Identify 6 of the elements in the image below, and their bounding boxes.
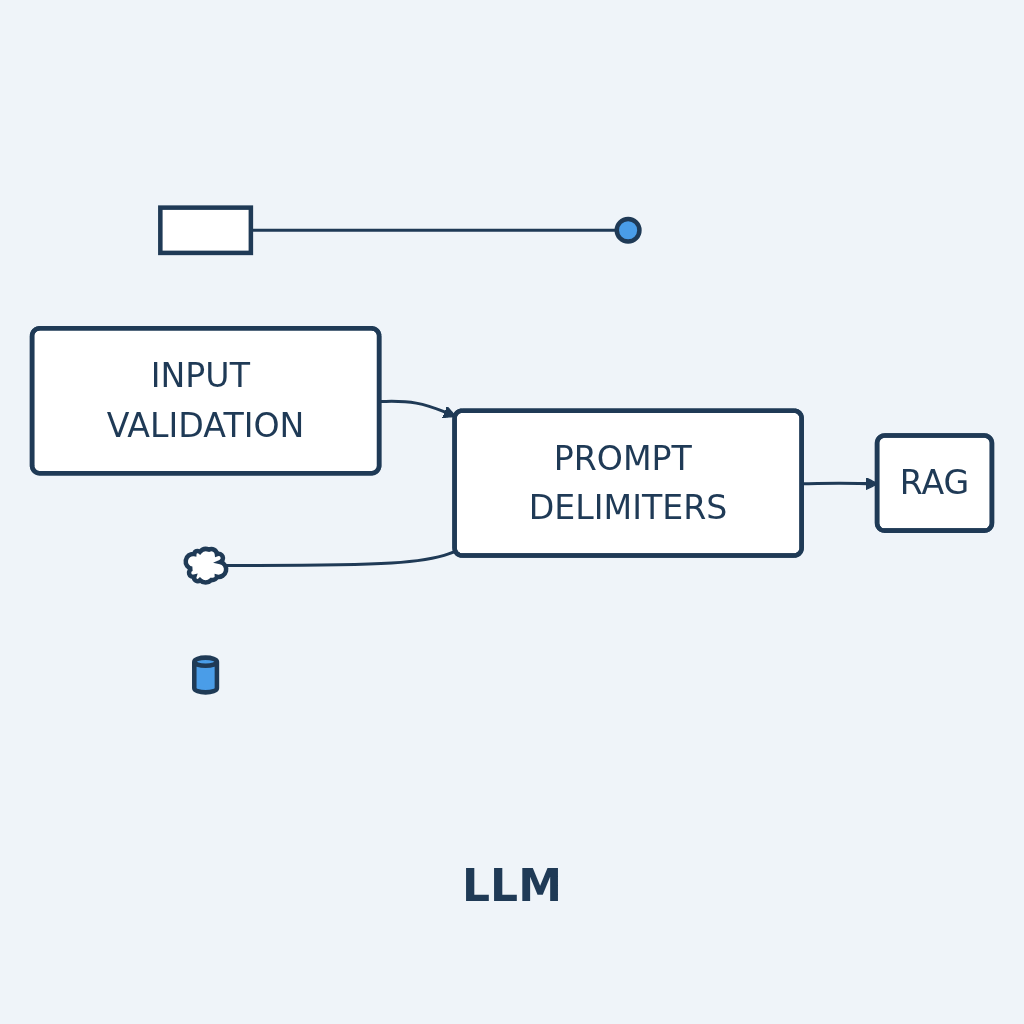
node-cylinder: [192, 655, 220, 695]
node-circle: [614, 216, 642, 244]
node-box: [158, 205, 254, 256]
node-cloud: [183, 546, 229, 585]
connector: [225, 549, 457, 567]
diagram-label: LLM: [461, 860, 563, 911]
